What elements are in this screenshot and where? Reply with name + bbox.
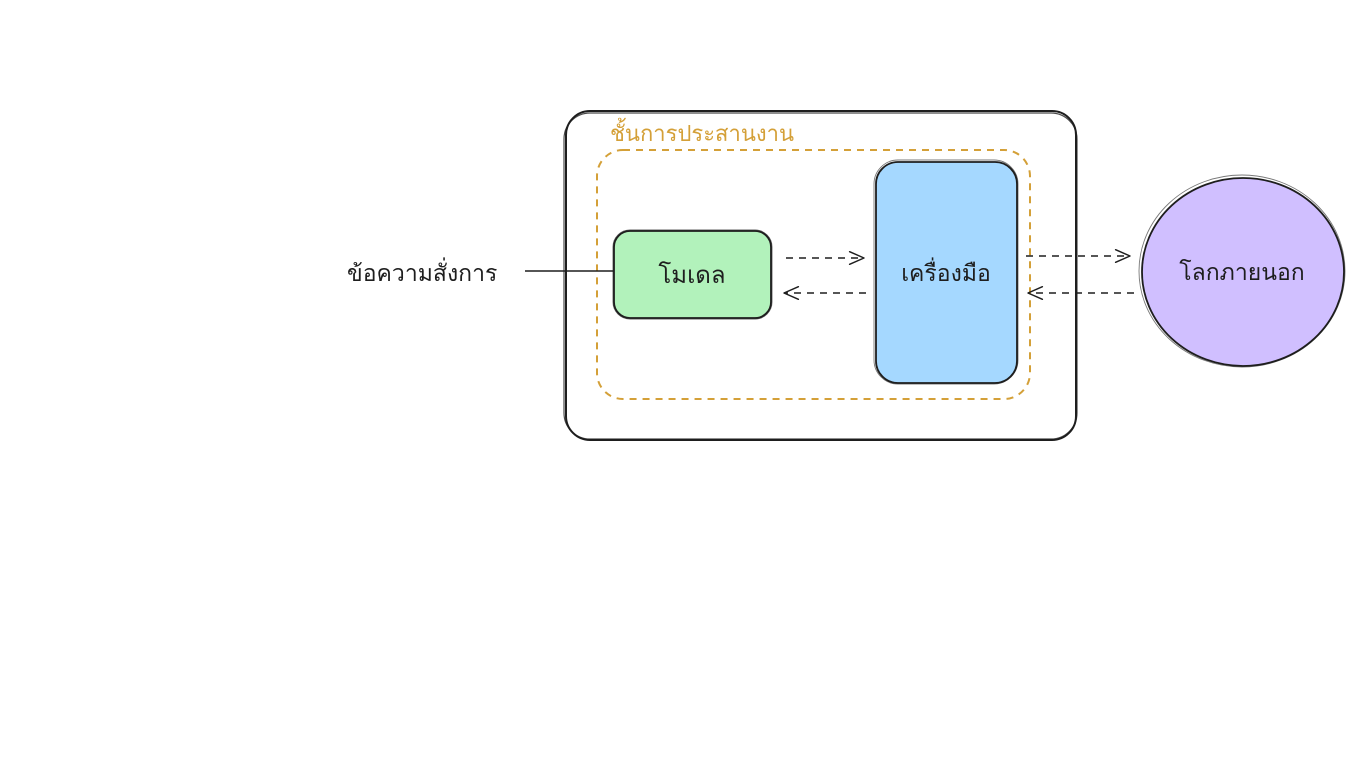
- orchestration-layer-label: ชั้นการประสานงาน: [610, 118, 794, 147]
- outer-container: [563, 110, 1078, 441]
- tools-node: เครื่องมือ: [873, 159, 1019, 385]
- tools-label: เครื่องมือ: [901, 257, 991, 287]
- model-node: โมเดล: [612, 229, 773, 320]
- outside-world-node: โลกภายนอก: [1138, 174, 1346, 368]
- orchestration-layer-box: [596, 149, 1031, 400]
- input-prompt-label: ข้อความสั่งการ: [347, 257, 497, 287]
- outside-world-label: โลกภายนอก: [1179, 259, 1304, 286]
- model-label: โมเดล: [658, 261, 725, 289]
